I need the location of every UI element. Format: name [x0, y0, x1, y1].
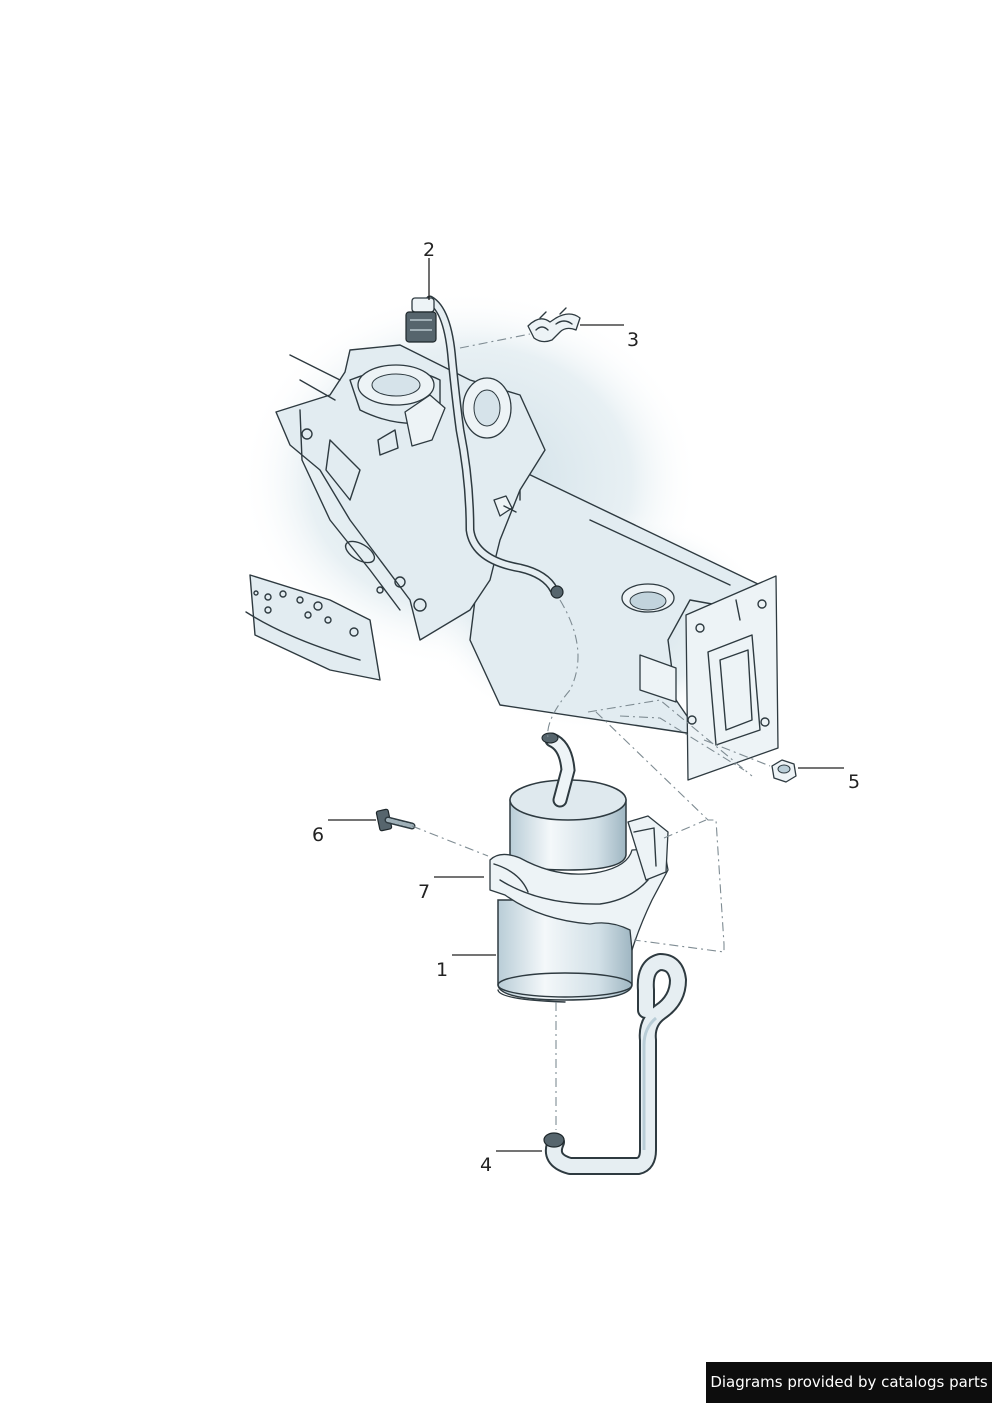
callout-2: 2 — [423, 239, 435, 261]
callout-6: 6 — [312, 824, 324, 846]
callout-7: 7 — [418, 881, 430, 903]
credit-banner: Diagrams provided by catalogs parts — [706, 1362, 992, 1403]
vehicle-frame-assembly — [240, 290, 779, 781]
callout-5: 5 — [848, 771, 860, 793]
callout-4: 4 — [480, 1154, 492, 1176]
part-6-bolt — [375, 808, 416, 832]
part-2-sensor-wire — [405, 295, 564, 599]
callout-leaders — [328, 258, 844, 1152]
callout-3: 3 — [627, 329, 639, 351]
part-7-bracket — [489, 815, 669, 951]
callout-numbers: 2 3 5 6 7 1 4 — [312, 239, 860, 1176]
part-3-clip — [527, 307, 581, 343]
part-5-nut — [771, 759, 797, 783]
callout-1: 1 — [436, 959, 448, 981]
part-4-hose — [543, 953, 687, 1175]
part-1-canister — [497, 732, 633, 1003]
assembly-guide-lines — [411, 333, 771, 1130]
